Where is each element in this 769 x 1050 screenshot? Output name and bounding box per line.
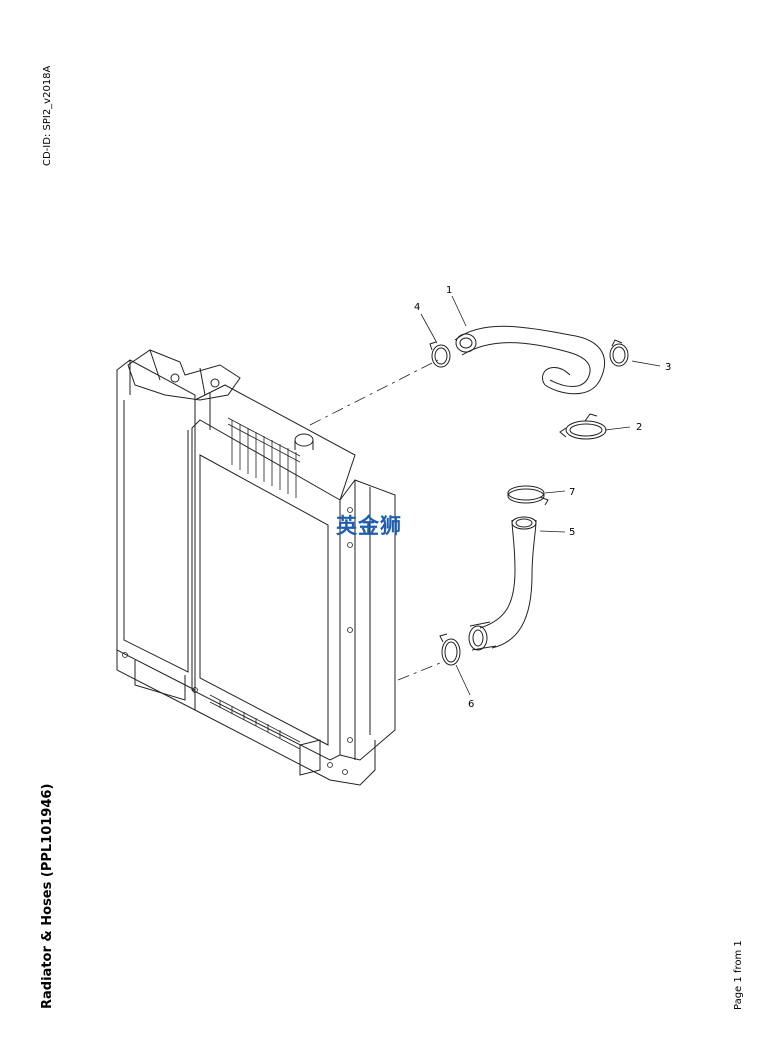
- clamp-2: [559, 413, 607, 440]
- callout-2: 2: [636, 422, 642, 433]
- callout-numbers: 1 2 3 4 5 6 7: [414, 285, 671, 710]
- clamp-3: [609, 339, 629, 367]
- watermark-text: 英金狮: [336, 514, 402, 538]
- lower-hose: [468, 516, 537, 651]
- page-number: Page 1 from 1: [733, 938, 747, 1010]
- callout-6: 6: [468, 699, 474, 710]
- page-title: Radiator & Hoses (PPL101946): [40, 784, 58, 1009]
- callout-7: 7: [569, 487, 575, 498]
- callout-1: 1: [446, 285, 452, 296]
- center-lines: [309, 359, 441, 681]
- callout-leaders: [420, 295, 661, 696]
- clamp-7: [507, 485, 549, 506]
- upper-hose: [454, 325, 605, 395]
- callout-5: 5: [569, 527, 575, 538]
- radiator-assembly: [116, 349, 396, 786]
- callout-4: 4: [414, 302, 420, 313]
- callout-3: 3: [665, 362, 671, 373]
- page-title-text: Radiator & Hoses (PPL101946): [40, 783, 55, 1009]
- clamp-6: [439, 633, 461, 666]
- page-number-text: Page 1 from 1: [733, 940, 744, 1010]
- clamp-4: [429, 341, 451, 368]
